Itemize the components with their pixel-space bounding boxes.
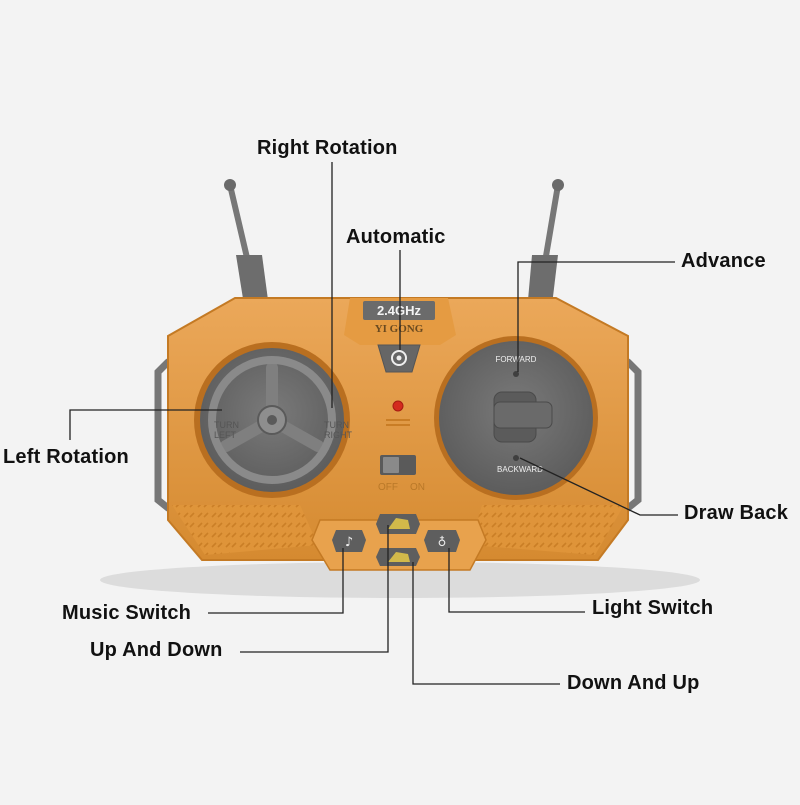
automatic-button[interactable] [377, 344, 421, 373]
light-switch-callout: Light Switch [592, 597, 714, 619]
callout-leaders [69, 162, 678, 685]
right-rotation-callout: Right Rotation [257, 137, 398, 159]
off-label: OFF [378, 482, 398, 493]
power-led [392, 400, 404, 412]
excavator-down-icon [388, 552, 410, 562]
left-rotation-callout: Left Rotation [3, 446, 129, 468]
advance-callout: Advance [681, 250, 766, 272]
left-antenna [224, 179, 268, 305]
right-handle [624, 358, 642, 512]
frequency-plate: 2.4GHz YI GONG [363, 301, 435, 335]
right-antenna [528, 179, 564, 305]
music-switch-button[interactable]: ♪ [332, 530, 366, 552]
gear-icon [391, 350, 407, 366]
up-and-down-button[interactable] [376, 514, 420, 534]
right-throttle-dial[interactable] [434, 336, 598, 500]
light-bulb-icon: ♁ [438, 535, 447, 549]
brand-label: YI GONG [375, 323, 424, 335]
power-switch[interactable] [380, 455, 416, 475]
backward-label: BACKWARD [497, 465, 543, 474]
draw-back-callout: Draw Back [684, 502, 789, 524]
light-switch-button[interactable]: ♁ [424, 530, 460, 552]
frequency-label: 2.4GHz [377, 303, 422, 318]
music-switch-callout: Music Switch [62, 602, 192, 624]
on-label: ON [410, 482, 425, 493]
automatic-callout: Automatic [346, 226, 446, 248]
up-and-down-callout: Up And Down [90, 639, 223, 661]
left-steering-dial[interactable] [194, 342, 350, 498]
down-and-up-button[interactable] [376, 548, 420, 566]
forward-label: FORWARD [496, 355, 537, 364]
excavator-up-icon [388, 518, 410, 529]
down-and-up-callout: Down And Up [567, 672, 700, 694]
ground-shadow [100, 562, 700, 598]
music-note-icon: ♪ [345, 535, 353, 550]
left-handle [154, 358, 172, 512]
